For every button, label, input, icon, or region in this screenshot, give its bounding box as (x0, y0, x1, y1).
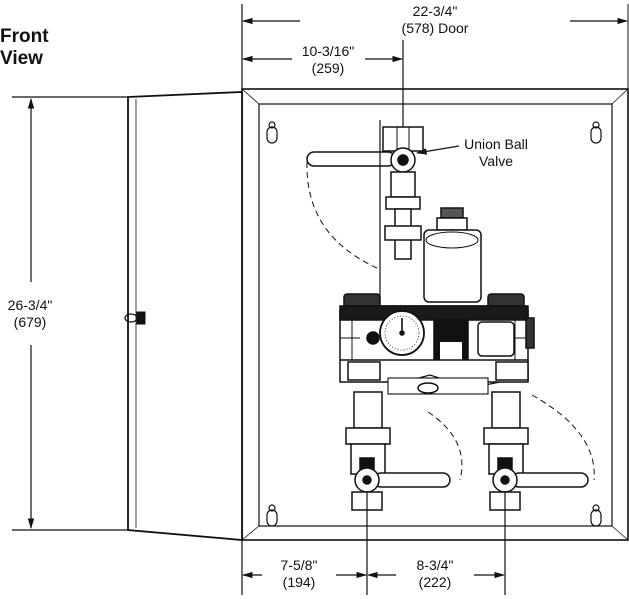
inlet-offset-imperial: 10-3/16" (302, 43, 354, 59)
keyhole-slot-bottom-left (266, 504, 278, 527)
cabinet-inner-frame (258, 103, 613, 527)
brand-plate: BRADLEY (475, 364, 504, 370)
temperature-gauge-icon (379, 310, 425, 356)
overall-width-imperial: 22-3/4" (413, 3, 458, 19)
union-ball-valve-leader (415, 145, 460, 155)
handle-swing-arcs (306, 161, 595, 481)
cabinet-door (124, 91, 243, 541)
left-outlet-assembly (345, 391, 451, 511)
right-outlet-valve-handle (511, 472, 589, 488)
view-title-line2: View (0, 48, 43, 69)
outlet-spacing-metric: (222) (419, 574, 452, 590)
left-outlet-offset-metric: (194) (283, 574, 316, 590)
inlet-offset-metric: (259) (312, 60, 345, 76)
dimension-lines (12, 4, 629, 595)
inlet-assembly (306, 120, 424, 300)
height-imperial: 26-3/4" (8, 297, 53, 313)
check-stop-icon (366, 331, 380, 345)
union-ball-valve-callout-line1: Union Ball (464, 136, 528, 152)
height-metric: (679) (14, 314, 47, 330)
cartridge-housing (423, 229, 482, 303)
left-outlet-valve-handle (373, 472, 451, 488)
right-outlet-assembly (483, 391, 589, 511)
outlet-spacing-imperial: 8-3/4" (417, 557, 454, 573)
keyhole-slot-top-left (266, 121, 278, 144)
overall-width-metric: (578) Door (402, 20, 469, 36)
door-lock-icon (124, 311, 146, 325)
keyhole-slot-bottom-right (590, 504, 602, 527)
view-title-line1: Front (0, 26, 49, 47)
mixing-valve-assembly: BRADLEY (339, 207, 535, 395)
cartridge-cap (440, 207, 464, 219)
left-outlet-offset-imperial: 7-5/8" (281, 557, 318, 573)
union-ball-valve-callout-line2: Valve (479, 153, 513, 169)
inlet-valve-handle (306, 151, 396, 167)
keyhole-slot-top-right (590, 121, 602, 144)
view-title: Front View (0, 26, 49, 70)
inlet-union-nut (382, 126, 424, 152)
